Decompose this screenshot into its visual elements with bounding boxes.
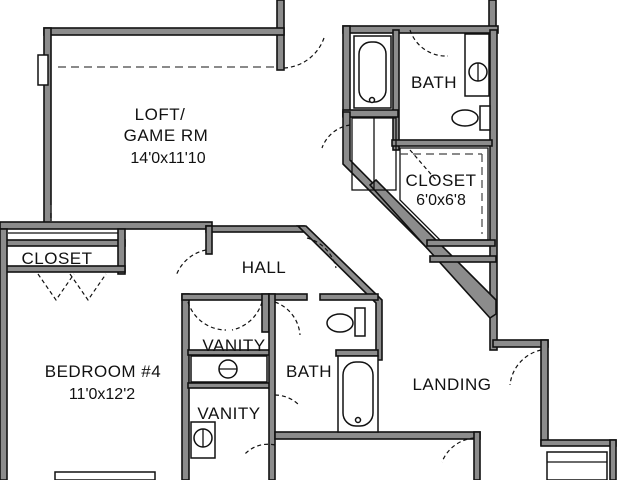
fixtures (8, 33, 608, 480)
bath-upper-label: BATH (411, 73, 457, 92)
loft-label-line2: GAME RM (124, 126, 209, 145)
vanity-top-label: VANITY (202, 336, 265, 355)
room-labels: LOFT/ GAME RM 14'0x11'10 BATH CLOSET 6'0… (21, 73, 491, 423)
closet-upper-dimensions: 6'0x6'8 (416, 192, 466, 209)
hall-label: HALL (242, 258, 287, 277)
landing-label: LANDING (412, 375, 491, 394)
loft-label-line1: LOFT/ (135, 105, 186, 124)
vanity-bottom-label: VANITY (197, 404, 260, 423)
walls (0, 0, 617, 480)
bath-lower-label: BATH (286, 362, 332, 381)
doors (37, 29, 542, 463)
loft-dimensions: 14'0x11'10 (130, 150, 205, 167)
closet-upper-label: CLOSET (405, 171, 476, 190)
closet-left-label: CLOSET (21, 249, 92, 268)
bedroom4-label: BEDROOM #4 (45, 362, 161, 381)
bedroom4-dimensions: 11'0x12'2 (69, 386, 135, 403)
